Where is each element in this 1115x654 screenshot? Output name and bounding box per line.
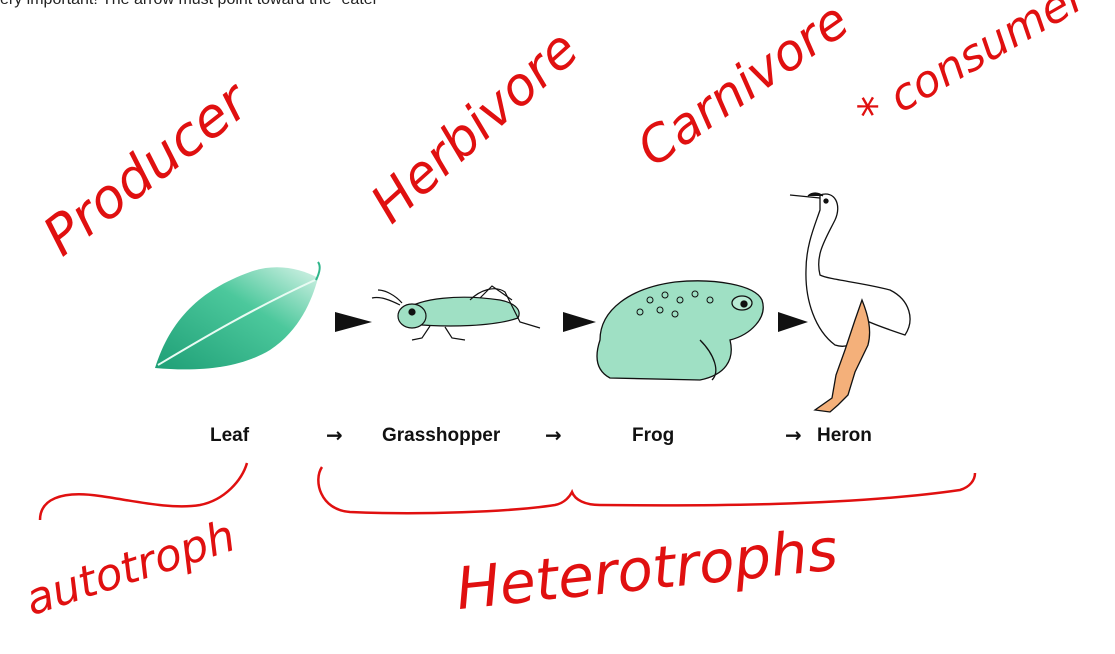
heterotrophs-bracket — [318, 467, 975, 513]
autotroph-bracket — [40, 463, 247, 520]
